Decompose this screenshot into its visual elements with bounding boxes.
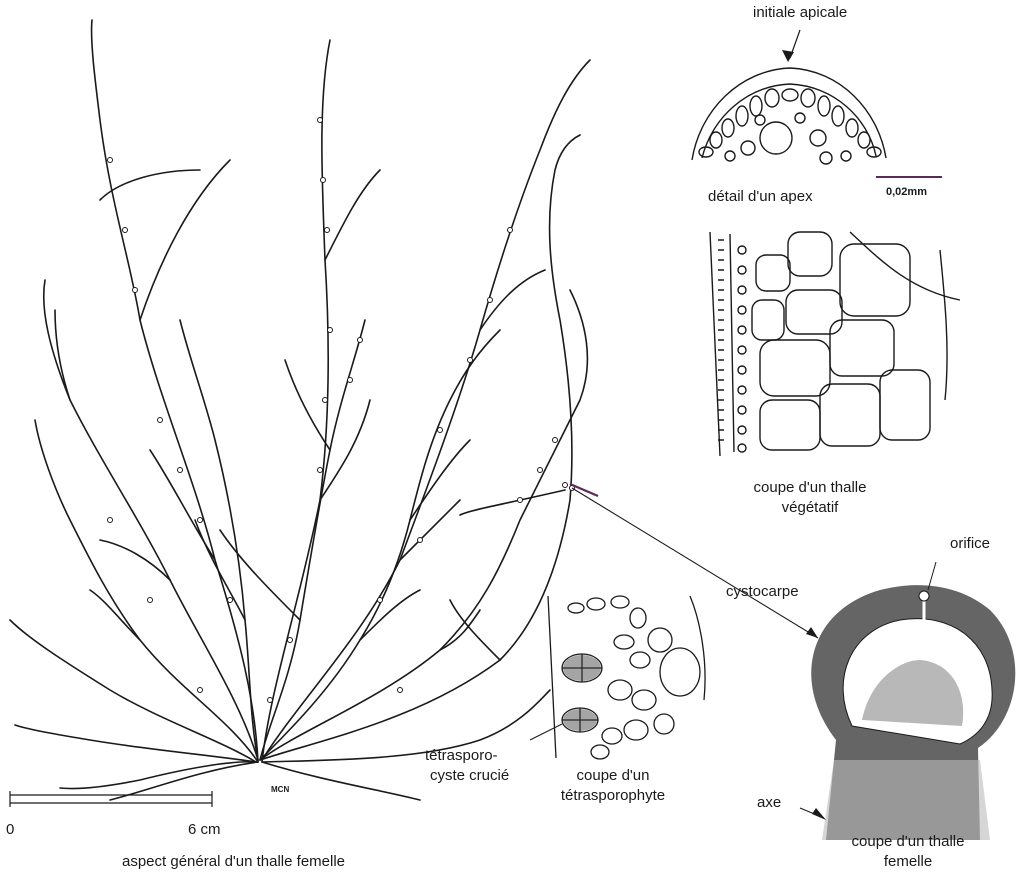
apical-cell-pointer [790,30,800,58]
label-scale-small: 0,02mm [886,183,927,201]
label-tetrasporocyst-line1: tétrasporo- [425,747,498,765]
cystocarp-section-drawing [811,585,1015,840]
label-scale-zero: 0 [6,821,14,839]
tetrasporocyst-fills [563,655,601,731]
label-vegetative-section-line1: coupe d'un thalle [732,479,888,497]
label-cystocarp: cystocarpe [726,583,799,601]
label-tetrasporophyte-line2: tétrasporophyte [548,787,678,805]
label-scale-6cm: 6 cm [188,821,221,839]
label-apical-initial: initiale apicale [753,4,847,22]
label-axis: axe [757,794,781,812]
label-tetrasporophyte-line1: coupe d'un [548,767,678,785]
cystocarp-arrow-head [806,627,818,638]
label-female-section-line2: femelle [826,853,990,871]
label-general-aspect: aspect général d'un thalle femelle [122,853,345,871]
label-vegetative-section-line2: végétatif [732,499,888,517]
label-female-section-line1: coupe d'un thalle [826,833,990,851]
thallus-drawing [10,20,590,800]
axis-pointer [800,808,824,818]
mcn-mark: MCN [271,781,289,799]
label-orifice: orifice [950,535,990,553]
label-apex-detail: détail d'un apex [708,188,813,206]
cystocarp-beads [108,118,575,703]
tetrasporocyst-pointer [530,724,562,740]
apex-detail-drawing [692,68,886,164]
vegetative-section-drawing [710,232,960,456]
orifice-pointer [928,562,936,590]
label-tetrasporocyst-line2: cyste crucié [430,767,509,785]
